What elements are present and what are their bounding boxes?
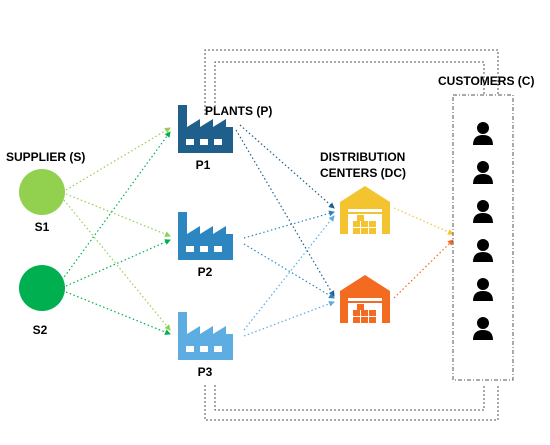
link-p2-dc2 <box>243 243 335 299</box>
plant-p3-label: P3 <box>197 365 213 379</box>
link-s2-p2 <box>65 239 171 287</box>
plant-p1-label: P1 <box>195 158 211 172</box>
supplier-s1-circle <box>19 169 65 215</box>
link-dc2-customers <box>393 239 454 299</box>
return-loop-lines <box>204 49 499 421</box>
loop-line-bottom-inner <box>214 385 485 411</box>
supplier-s2 <box>19 265 65 311</box>
dc-customer-links <box>393 207 454 299</box>
link-s1-p3 <box>63 199 171 331</box>
customer-2-person-icon <box>473 161 493 184</box>
supplier-s1-label: S1 <box>34 220 50 234</box>
dc2-warehouse-icon <box>340 275 390 323</box>
link-p3-dc1 <box>243 215 335 331</box>
plants-title: PLANTS (P) <box>205 104 273 118</box>
supplier-s1 <box>19 169 65 215</box>
link-s1-p1 <box>65 127 171 191</box>
customer-3-person-icon <box>473 200 493 223</box>
dc1-warehouse-icon <box>340 186 390 234</box>
link-s2-p3 <box>65 291 171 335</box>
supplier-title: SUPPLIER (S) <box>6 150 86 164</box>
supplier-plant-links <box>61 127 171 335</box>
customer-list <box>473 122 493 340</box>
plant-dc-links <box>235 124 335 337</box>
link-p1-dc1 <box>239 124 335 209</box>
plant-p3-factory-icon <box>178 312 233 360</box>
dc-title-line2: CENTERS (DC) <box>320 166 406 180</box>
customers-title: CUSTOMERS (C) <box>438 74 535 88</box>
link-s1-p2 <box>65 193 171 237</box>
customer-5-person-icon <box>473 278 493 301</box>
customer-1-person-icon <box>473 122 493 145</box>
plant-p2-factory-icon <box>178 212 233 260</box>
dc-title-line1: DISTRIBUTION <box>320 150 406 164</box>
customer-6-person-icon <box>473 317 493 340</box>
link-p3-dc2 <box>243 300 335 337</box>
plant-p1-factory-icon <box>178 105 233 153</box>
customers-box <box>452 94 514 381</box>
plant-p2-label: P2 <box>197 265 213 279</box>
supplier-s2-label: S2 <box>32 323 48 337</box>
link-p1-dc2 <box>235 129 335 297</box>
supplier-s2-circle <box>19 265 65 311</box>
link-p2-dc1 <box>243 210 335 239</box>
loop-line-bottom-outer <box>204 385 499 421</box>
loop-line-top-outer <box>204 49 499 115</box>
link-dc1-customers <box>393 207 454 235</box>
customer-4-person-icon <box>473 239 493 262</box>
link-s2-p1 <box>61 131 171 281</box>
